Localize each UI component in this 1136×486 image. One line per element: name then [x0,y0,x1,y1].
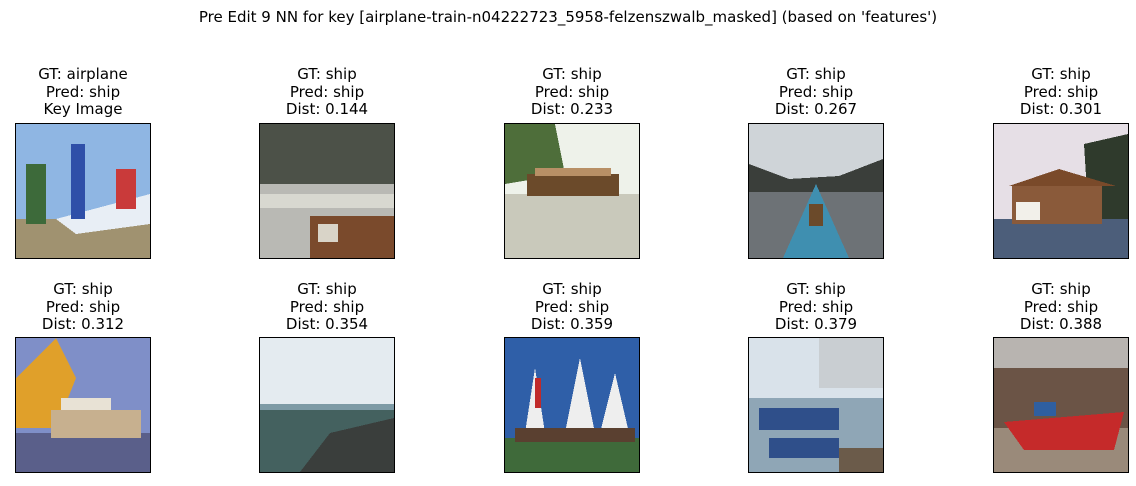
thumbnail-image [260,124,394,258]
pred-label: Pred: ship [778,297,854,316]
thumbnail-image [994,338,1128,472]
panel-caption: GT: ship Pred: ship Dist: 0.312 [0,280,191,334]
panel-caption: GT: ship Pred: ship Dist: 0.267 [708,65,924,119]
dist-label: Dist: 0.354 [285,315,369,333]
pred-label: Pred: ship [45,297,121,316]
pred-label: Pred: ship [1023,297,1099,316]
neighbor-thumbnail [15,337,151,473]
thumbnail-image [749,124,883,258]
thumbnail-image [260,338,394,472]
panel-caption: GT: ship Pred: ship Dist: 0.354 [219,280,435,334]
gt-label: GT: ship [297,280,357,298]
key-thumbnail [15,123,151,259]
dist-label: Dist: 0.388 [1019,315,1103,333]
gt-label: GT: ship [542,280,602,298]
gt-label: GT: ship [1031,280,1091,298]
dist-label: Dist: 0.379 [774,315,858,333]
thumbnail-image [505,338,639,472]
dist-label: Dist: 0.301 [1019,100,1103,118]
neighbor-thumbnail [748,123,884,259]
panel-caption: GT: ship Pred: ship Dist: 0.144 [219,65,435,119]
thumbnail-image [994,124,1128,258]
thumbnail-image [505,124,639,258]
neighbor-thumbnail [748,337,884,473]
pred-label: Pred: ship [534,82,610,101]
gt-label: GT: ship [53,280,113,298]
panel-caption: GT: ship Pred: ship Dist: 0.233 [464,65,680,119]
thumbnail-image [749,338,883,472]
dist-label: Dist: 0.312 [41,315,125,333]
panel-caption: GT: ship Pred: ship Dist: 0.388 [953,280,1136,334]
panel-caption: GT: ship Pred: ship Dist: 0.301 [953,65,1136,119]
pred-label: Pred: ship [289,82,365,101]
gt-label: GT: ship [786,280,846,298]
neighbor-thumbnail [504,337,640,473]
gt-label: GT: ship [542,65,602,83]
neighbor-thumbnail [259,337,395,473]
dist-label: Dist: 0.359 [530,315,614,333]
pred-label: Pred: ship [778,82,854,101]
neighbor-thumbnail [504,123,640,259]
neighbor-thumbnail [993,123,1129,259]
pred-label: Pred: ship [1023,82,1099,101]
gt-label: GT: ship [1031,65,1091,83]
dist-label: Dist: 0.267 [774,100,858,118]
key-image-label: Key Image [43,100,123,118]
neighbor-thumbnail [259,123,395,259]
neighbor-thumbnail [993,337,1129,473]
gt-label: GT: ship [297,65,357,83]
pred-label: Pred: ship [534,297,610,316]
dist-label: Dist: 0.144 [285,100,369,118]
thumbnail-image [16,124,150,258]
dist-label: Dist: 0.233 [530,100,614,118]
thumbnail-image [16,338,150,472]
figure-title: Pre Edit 9 NN for key [airplane-train-n0… [198,8,938,26]
pred-label: Pred: ship [289,297,365,316]
panel-caption: GT: ship Pred: ship Dist: 0.359 [464,280,680,334]
gt-label: GT: ship [786,65,846,83]
pred-label: Pred: ship [45,82,121,101]
panel-caption: GT: ship Pred: ship Dist: 0.379 [708,280,924,334]
panel-caption: GT: airplane Pred: ship Key Image [0,65,191,119]
gt-label: GT: airplane [38,65,128,83]
